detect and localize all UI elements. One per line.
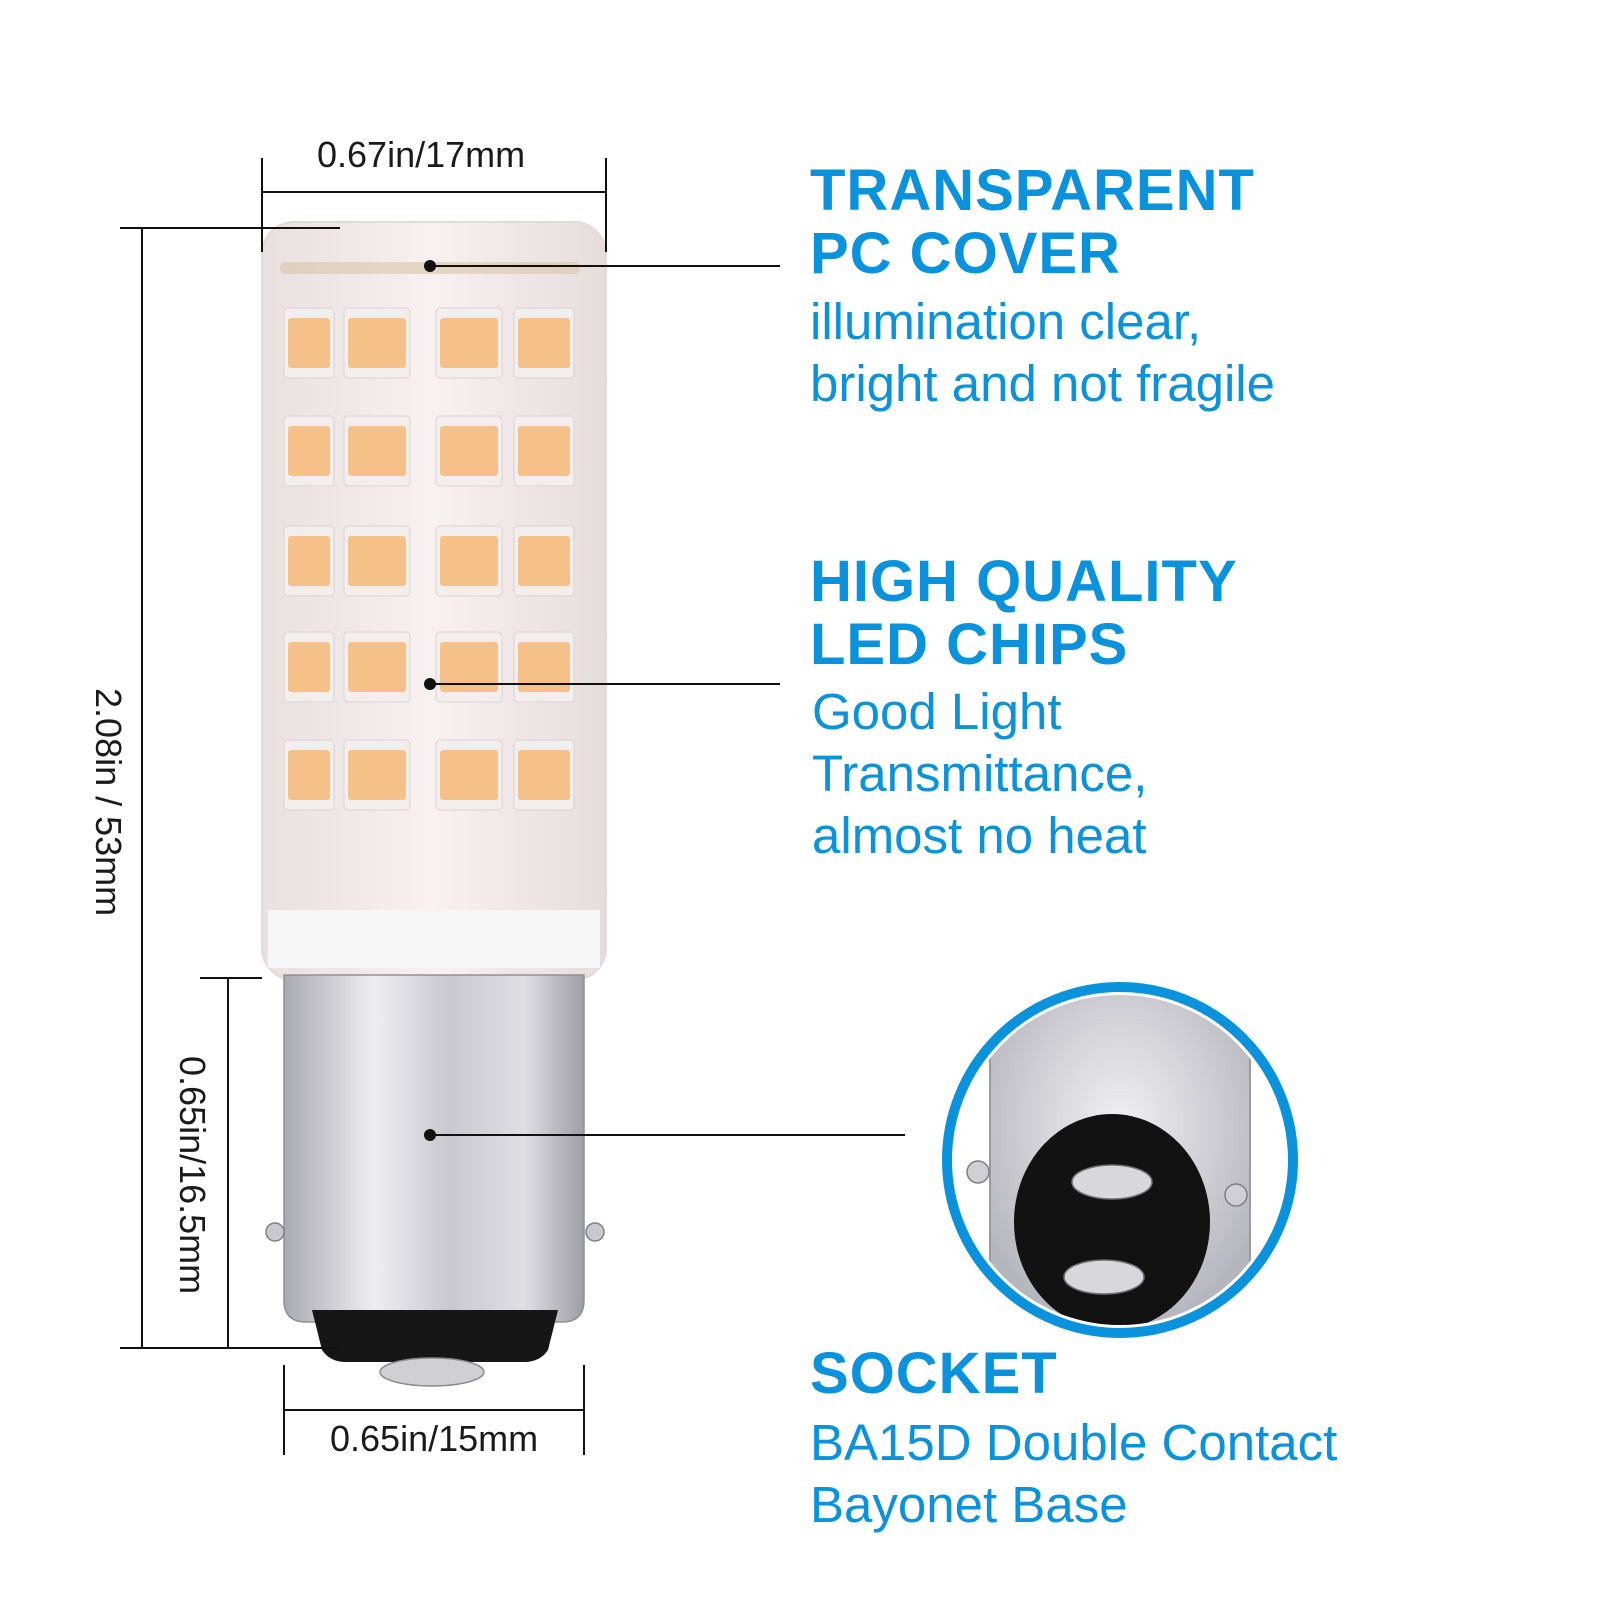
- ba15d-socket-closeup: [942, 982, 1298, 1338]
- base-width-label: 0.65in/15mm: [330, 1418, 539, 1459]
- led-chip-grid: [283, 307, 575, 811]
- callout-pointers: [424, 260, 905, 1141]
- led-chip: [288, 318, 330, 368]
- led-chip: [518, 318, 570, 368]
- led-chip: [348, 426, 406, 476]
- led-chip: [518, 536, 570, 586]
- led-chip: [348, 750, 406, 800]
- base-insulator: [312, 1310, 558, 1362]
- led-bulb-illustration: [261, 221, 607, 1387]
- led-chip: [440, 536, 498, 586]
- top-width-label: 0.67in/17mm: [317, 134, 526, 175]
- bayonet-pin-left: [265, 1222, 285, 1242]
- led-chip: [518, 642, 570, 692]
- base-height-label: 0.65in/16.5mm: [172, 1056, 213, 1295]
- led-chip: [288, 750, 330, 800]
- led-chip: [288, 642, 330, 692]
- led-chip: [440, 750, 498, 800]
- led-chip: [518, 750, 570, 800]
- led-chip: [348, 642, 406, 692]
- socket-contact-top: [1071, 1164, 1153, 1200]
- led-chip: [440, 642, 498, 692]
- led-chip: [348, 318, 406, 368]
- feature-cover-title: TRANSPARENT PC COVER: [810, 158, 1255, 286]
- led-chip: [288, 426, 330, 476]
- led-chip: [440, 426, 498, 476]
- led-chip: [518, 426, 570, 476]
- led-chip: [348, 536, 406, 586]
- base-shell: [283, 974, 585, 1323]
- feature-socket-desc: BA15D Double Contact Bayonet Base: [810, 1414, 1338, 1533]
- led-chip: [288, 536, 330, 586]
- feature-socket-title: SOCKET: [810, 1341, 1058, 1406]
- feature-cover-desc: illumination clear, bright and not fragi…: [810, 293, 1275, 412]
- bayonet-pin-right: [585, 1222, 605, 1242]
- dimension-lines: [120, 158, 607, 1455]
- led-chip: [440, 318, 498, 368]
- socket-contact-bottom: [1063, 1259, 1145, 1295]
- feature-chips-title: HIGH QUALITY LED CHIPS: [810, 549, 1238, 677]
- base-contact: [379, 1357, 485, 1387]
- feature-chips-desc: Good Light Transmittance, almost no heat: [812, 683, 1148, 864]
- total-height-label: 2.08in / 53mm: [88, 688, 129, 917]
